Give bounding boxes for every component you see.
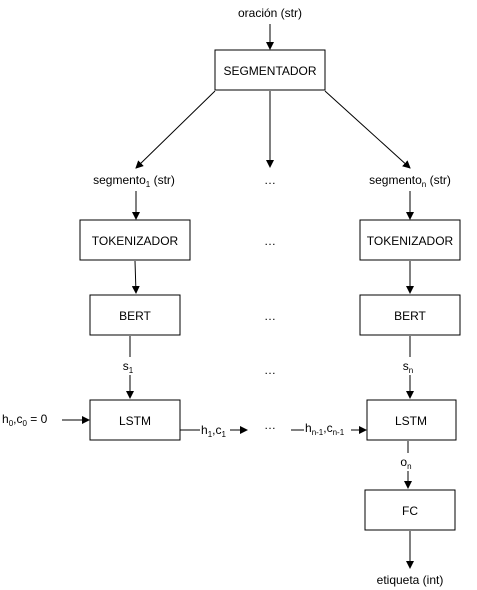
tokenizer-label-last: TOKENIZADOR <box>367 234 454 248</box>
input-label: oración (str) <box>238 6 302 20</box>
lstm-label-first: LSTM <box>119 414 151 428</box>
ellipsis-lstm: … <box>264 418 276 432</box>
ellipsis-bert: … <box>264 309 276 323</box>
lstm-label-last: LSTM <box>395 414 427 428</box>
initial-state-label: h0,c0 = 0 <box>2 412 48 428</box>
ellipsis-tokenizer: … <box>264 234 276 248</box>
bert-label-last: BERT <box>394 309 426 323</box>
fc-label: FC <box>402 504 418 518</box>
edge-segmentador-to-segment-first <box>135 90 216 169</box>
s-last-label: sn <box>403 359 413 375</box>
segment-last-label: segmenton (str) <box>369 173 451 189</box>
s-first-label: s1 <box>123 359 134 375</box>
output-label: etiqueta (int) <box>377 573 444 587</box>
segmentador-label: SEGMENTADOR <box>223 64 316 78</box>
hidden-state-first-label: h1,c1 <box>201 423 226 439</box>
tokenizer-node-last: TOKENIZADOR <box>359 219 461 261</box>
bert-label-first: BERT <box>119 309 151 323</box>
segmentador-node: SEGMENTADOR <box>214 49 326 91</box>
edge-tokenizer-first-to-bert <box>131 260 140 294</box>
lstm-node-last: LSTM <box>366 399 457 441</box>
hidden-state-prev-label: hn-1,cn-1 <box>305 421 345 437</box>
lstm-node-first: LSTM <box>89 399 181 441</box>
ellipsis-s: … <box>264 363 276 377</box>
fc-node: FC <box>364 489 456 531</box>
segment-first-label: segmento1 (str) <box>93 173 175 189</box>
o-last-label: on <box>400 455 411 471</box>
bert-node-last: BERT <box>359 294 461 336</box>
tokenizer-node-first: TOKENIZADOR <box>79 219 191 261</box>
edge-segmentador-to-segment-last <box>324 90 411 169</box>
bert-node-first: BERT <box>89 294 181 336</box>
tokenizer-label-first: TOKENIZADOR <box>92 234 179 248</box>
ellipsis-segments: … <box>264 173 276 187</box>
